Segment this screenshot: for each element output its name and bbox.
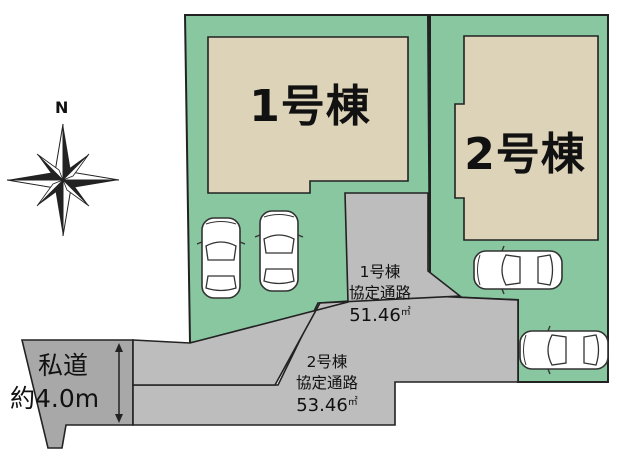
passage-2-label: 2号棟 協定通路 53.46㎡ [272,352,382,418]
building-1 [207,36,409,194]
width-dimension-arrow [115,343,123,423]
passage-2-area: 53.46㎡ [296,394,358,416]
passage-1-title: 1号棟 [359,263,401,281]
car-icon [519,325,609,375]
passage-2-title: 2号棟 [306,353,348,371]
north-label: N [55,98,69,117]
private-road-title: 私道 [38,351,89,380]
passage-1-area: 51.46㎡ [349,304,411,326]
private-road-label: 私道 約4.0m [10,350,99,415]
building-1-label: 1号棟 [249,81,371,132]
car-icon [473,245,563,295]
private-road-width: 約4.0m [10,383,100,413]
car-icon [254,210,304,292]
passage-1-subtitle: 協定通路 [348,283,411,302]
passage-2-subtitle: 協定通路 [295,373,358,392]
building-2-label: 2号棟 [464,129,586,180]
car-icon [196,217,246,299]
building-2 [454,35,599,241]
passage-1 [132,192,463,386]
compass-rose-icon [6,123,120,237]
passage-1-label: 1号棟 協定通路 51.46㎡ [330,262,430,328]
